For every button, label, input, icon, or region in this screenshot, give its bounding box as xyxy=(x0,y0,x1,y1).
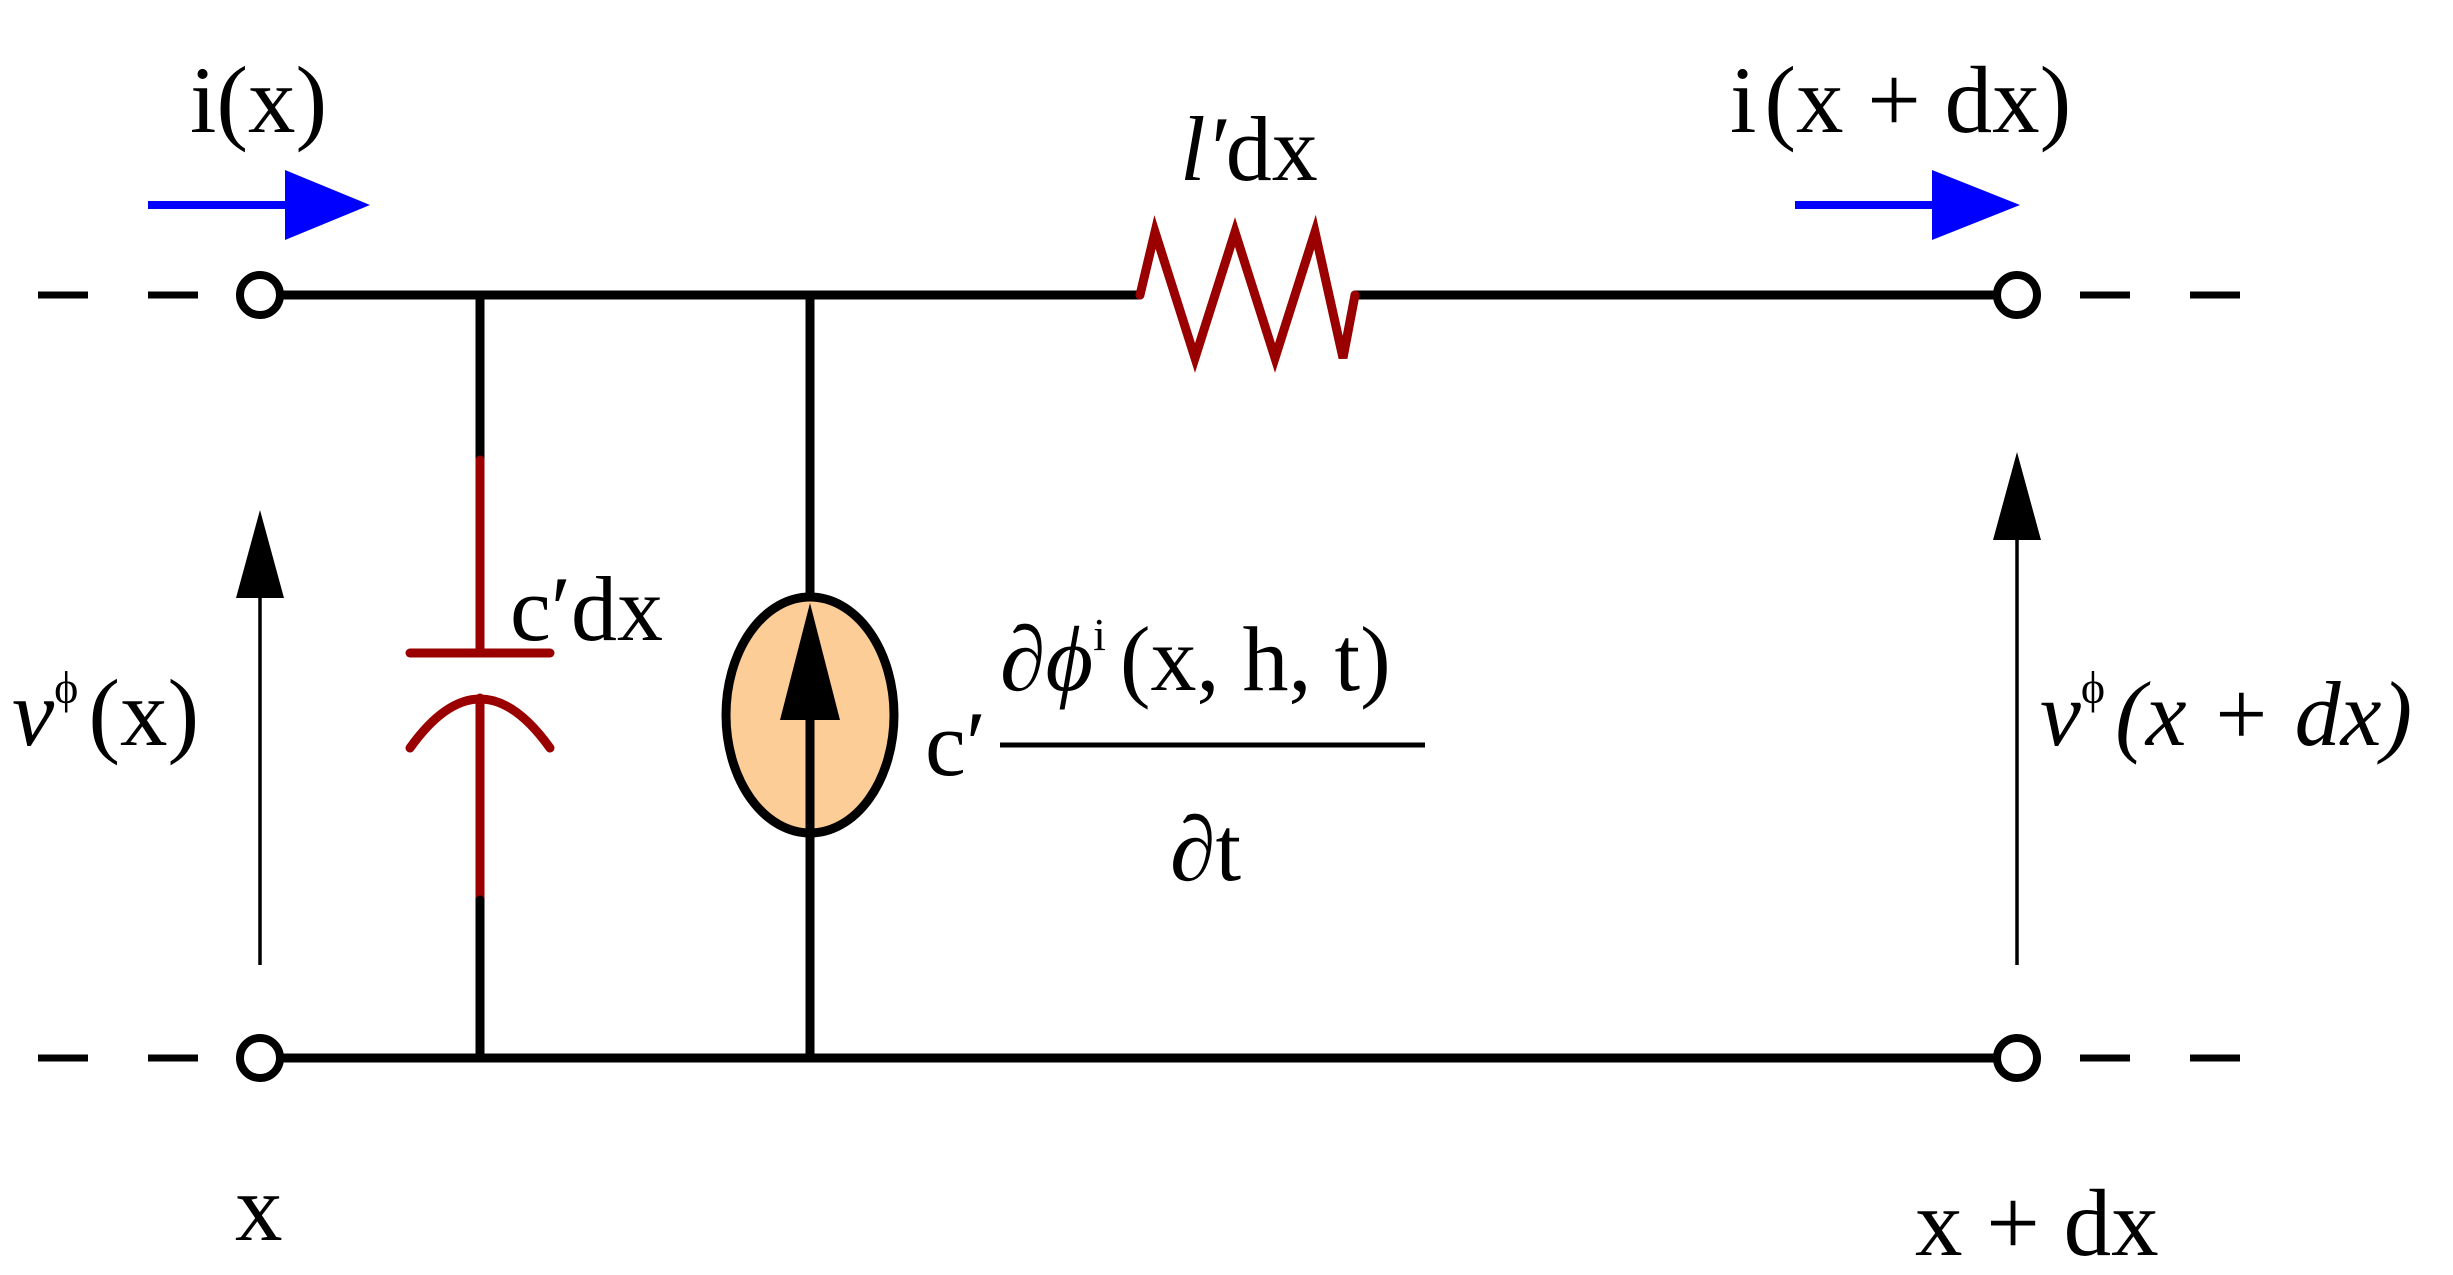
source-coefficient-label: c′ xyxy=(925,693,986,795)
position-right-label: x + dx xyxy=(1915,1170,2159,1275)
voltage-right-arrow xyxy=(1993,452,2041,965)
source-denominator-label: ∂t xyxy=(1170,798,1241,900)
capacitor-label: c′dx xyxy=(510,558,663,660)
voltage-left-arrow xyxy=(236,510,284,965)
inductor-zigzag xyxy=(1135,214,1360,373)
current-source xyxy=(721,290,899,1063)
source-numerator-label: ∂ϕi(x, h, t) xyxy=(1000,608,1391,710)
current-in-label: i(x) xyxy=(190,47,327,153)
inductor-label: l′dx xyxy=(1180,98,1318,200)
terminal-right-top xyxy=(1993,271,2041,319)
current-out-arrow xyxy=(1795,170,2020,240)
voltage-left-label: vϕ(x) xyxy=(12,660,199,766)
terminal-right-bottom xyxy=(1993,1034,2041,1082)
position-left-label: x xyxy=(235,1155,283,1261)
terminal-left-top xyxy=(236,271,284,319)
current-source-arrow xyxy=(780,603,840,720)
terminal-left-bottom xyxy=(236,1034,284,1082)
voltage-right-label: vϕ(x + dx) xyxy=(2040,662,2412,765)
capacitor xyxy=(405,290,555,1063)
current-in-arrow xyxy=(148,170,370,240)
current-out-label: i(x + dx) xyxy=(1730,47,2071,153)
